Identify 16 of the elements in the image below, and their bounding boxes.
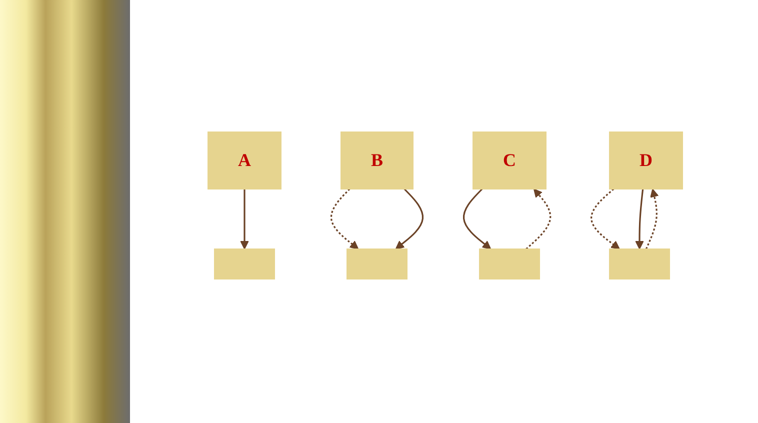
- arrow: [240, 188, 249, 249]
- node-box: A: [207, 131, 282, 189]
- arrow: [330, 188, 358, 249]
- node-box: C: [472, 131, 546, 189]
- node-box: B: [340, 131, 414, 189]
- node-box: [608, 248, 670, 279]
- node-box: [214, 248, 275, 279]
- arrow: [525, 188, 551, 250]
- arrow: [590, 188, 620, 249]
- arrow: [634, 188, 644, 249]
- node-box: [346, 248, 408, 279]
- arrow: [395, 188, 424, 249]
- node-box: D: [608, 131, 683, 189]
- arrow: [462, 188, 491, 249]
- arrow: [645, 188, 658, 249]
- node-box: [478, 248, 540, 279]
